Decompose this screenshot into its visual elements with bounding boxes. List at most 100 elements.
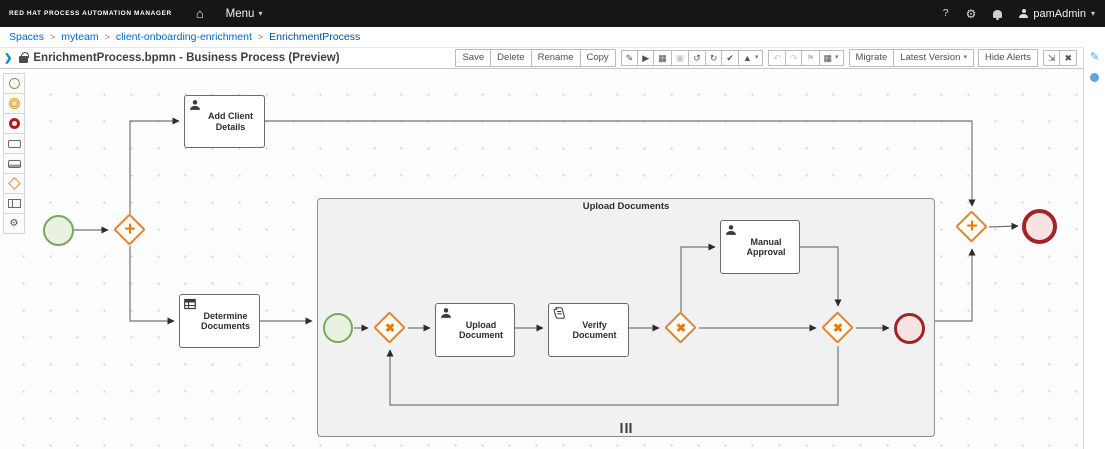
palette-task[interactable] xyxy=(3,133,25,154)
plus-icon: + xyxy=(124,219,136,240)
task-icon xyxy=(7,139,21,148)
user-menu[interactable]: pamAdmin ▾ xyxy=(1019,8,1095,20)
save-button[interactable]: Save xyxy=(455,49,492,67)
user-icon xyxy=(441,308,451,318)
lane-icon xyxy=(7,199,21,208)
exclusive-gateway-1[interactable]: ✖ xyxy=(373,311,407,345)
x-icon: ✖ xyxy=(384,321,396,335)
undo-icon[interactable]: ↺ xyxy=(688,49,706,67)
breadcrumb-separator: > xyxy=(50,32,56,42)
close-icon[interactable]: ✖ xyxy=(1059,49,1077,67)
editor-header: ❯ EnrichmentProcess.bpmn - Business Proc… xyxy=(0,47,1083,69)
flag-icon: ⚑ xyxy=(801,49,820,67)
end-event-subprocess[interactable] xyxy=(894,313,925,344)
page-title: EnrichmentProcess.bpmn - Business Proces… xyxy=(33,52,340,64)
palette-end-event[interactable] xyxy=(3,113,25,134)
task-upload-document[interactable]: Upload Document xyxy=(435,303,515,357)
business-rule-icon xyxy=(184,298,196,310)
hide-alerts-button[interactable]: Hide Alerts xyxy=(977,49,1038,67)
chevron-down-icon: ▾ xyxy=(963,53,967,61)
confirm-icon[interactable]: ✔ xyxy=(721,49,739,67)
end-event-icon xyxy=(8,118,20,129)
delete-button[interactable]: Delete xyxy=(490,49,532,67)
rename-button[interactable]: Rename xyxy=(530,49,581,67)
editor-toolbar: Save Delete Rename Copy ✎ ▶ ▦ ▣ ↺ ↻ ✔ ▲ … xyxy=(455,49,1083,67)
shape-palette: ⚙ xyxy=(3,73,25,234)
exclusive-gateway-3[interactable]: ✖ xyxy=(821,311,855,345)
user-icon xyxy=(726,225,736,235)
task-add-client-details[interactable]: Add Client Details xyxy=(184,95,265,148)
subprocess-label: Upload Documents xyxy=(582,201,670,212)
task-label: Upload Document xyxy=(458,319,503,340)
gear-icon[interactable]: ⚙ xyxy=(965,6,977,21)
exclusive-gateway-2[interactable]: ✖ xyxy=(664,311,698,345)
bpmn-canvas[interactable]: ⚙ Upload Documents xyxy=(0,69,1083,449)
user-icon xyxy=(1019,9,1029,18)
plus-icon: + xyxy=(966,216,978,237)
breadcrumb-separator: > xyxy=(257,32,264,42)
masthead-utilities: ? ⚙ pamAdmin ▾ xyxy=(943,8,1105,20)
export-icon[interactable]: ▲ ▾ xyxy=(737,49,764,67)
start-event-subprocess[interactable] xyxy=(323,313,353,343)
breadcrumb-spaces[interactable]: Spaces xyxy=(9,31,45,43)
menu-dropdown[interactable]: Menu ▾ xyxy=(226,8,263,20)
task-label: Verify Document xyxy=(572,319,617,340)
redo-icon[interactable]: ↻ xyxy=(704,49,723,67)
intermediate-event-icon xyxy=(8,98,20,109)
palette-intermediate-event[interactable] xyxy=(3,93,25,114)
task-label: Add Client Details xyxy=(208,111,253,132)
palette-service-tasks[interactable]: ⚙ xyxy=(3,213,25,234)
clone-icon: ▣ xyxy=(670,49,690,67)
user-icon xyxy=(190,100,200,110)
migrate-button[interactable]: Migrate xyxy=(848,49,895,67)
expand-icon[interactable]: ⇲ xyxy=(1042,49,1061,67)
sequence-flows xyxy=(74,117,1019,406)
properties-pencil-icon[interactable]: ✎ xyxy=(1089,51,1100,63)
username: pamAdmin xyxy=(1033,7,1086,20)
play-icon[interactable]: ▶ xyxy=(637,49,655,67)
breadcrumb-myteam[interactable]: myteam xyxy=(61,31,99,43)
validate-icon[interactable]: ✎ xyxy=(620,49,639,67)
task-verify-document[interactable]: Verify Document xyxy=(548,303,629,357)
gears-icon: ⚙ xyxy=(9,217,19,229)
breadcrumb-separator: > xyxy=(104,32,110,42)
masthead: RED HAT PROCESS AUTOMATION MANAGER ⌂ Men… xyxy=(0,0,1105,27)
task-label: Manual Approval xyxy=(746,236,786,257)
palette-lane[interactable] xyxy=(3,193,25,214)
script-icon xyxy=(553,307,565,319)
explorer-eye-icon[interactable] xyxy=(1090,73,1099,82)
end-event-main[interactable] xyxy=(1022,209,1057,244)
version-dropdown[interactable]: Latest Version ▾ xyxy=(893,49,974,67)
lock-icon xyxy=(19,52,29,63)
x-icon: ✖ xyxy=(675,321,687,335)
nav-forward-icon: ↷ xyxy=(784,49,803,67)
bell-icon[interactable] xyxy=(993,9,1003,20)
chevron-down-icon: ▾ xyxy=(754,53,759,61)
expand-panel-chevron[interactable]: ❯ xyxy=(4,52,13,64)
palette-gateway[interactable] xyxy=(3,173,25,194)
parallel-gateway-join[interactable]: + xyxy=(955,210,989,244)
chevron-down-icon: ▾ xyxy=(1090,9,1095,18)
app-brand: RED HAT PROCESS AUTOMATION MANAGER xyxy=(9,10,172,17)
home-icon[interactable]: ⌂ xyxy=(195,6,204,21)
gateway-icon xyxy=(7,177,21,190)
copy-button[interactable]: Copy xyxy=(579,49,616,67)
task-determine-documents[interactable]: Determine Documents xyxy=(179,294,260,348)
x-icon: ✖ xyxy=(832,321,844,335)
start-event-main[interactable] xyxy=(43,215,74,246)
breadcrumb-asset[interactable]: EnrichmentProcess xyxy=(269,31,361,43)
chevron-down-icon: ▾ xyxy=(835,53,839,61)
task-manual-approval[interactable]: Manual Approval xyxy=(720,220,800,274)
start-event-icon xyxy=(8,78,20,89)
breadcrumb-project[interactable]: client-onboarding-enrichment xyxy=(115,31,252,43)
layout-icon[interactable]: ▦ ▾ xyxy=(818,49,844,67)
menu-label: Menu xyxy=(225,7,255,20)
chevron-down-icon: ▾ xyxy=(258,9,263,18)
breadcrumb: Spaces > myteam > client-onboarding-enri… xyxy=(0,27,1105,47)
subprocess-icon xyxy=(7,159,21,168)
palette-start-event[interactable] xyxy=(3,73,25,94)
palette-subprocess[interactable] xyxy=(3,153,25,174)
help-icon[interactable]: ? xyxy=(942,7,949,20)
panels-icon[interactable]: ▦ xyxy=(653,49,672,67)
parallel-gateway-split[interactable]: + xyxy=(113,213,147,247)
